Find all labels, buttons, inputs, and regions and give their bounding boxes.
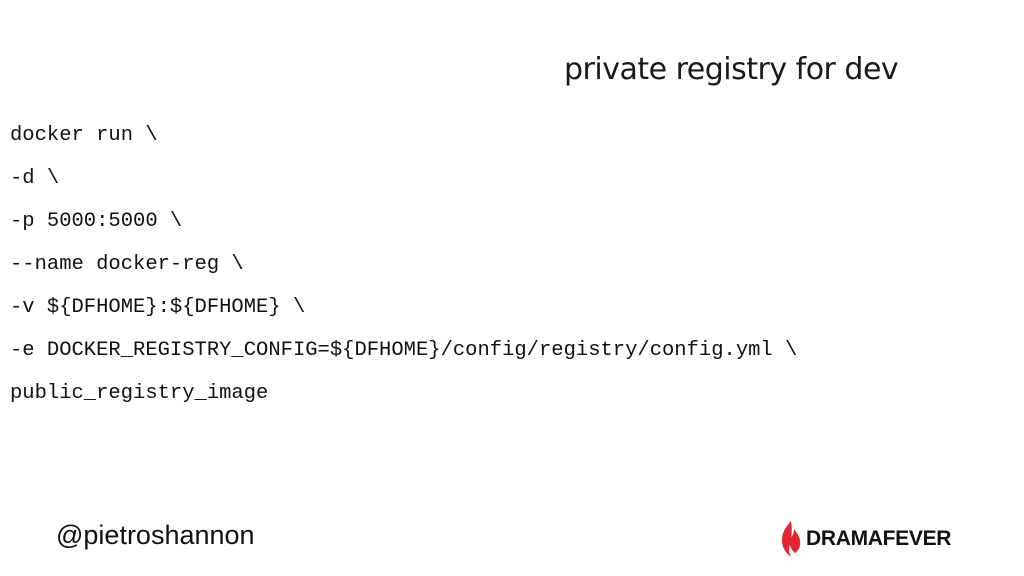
twitter-handle: @pietroshannon: [56, 520, 255, 550]
code-line: --name docker-reg \: [10, 253, 244, 276]
slide-title: private registry for dev: [564, 52, 899, 87]
code-line: public_registry_image: [10, 382, 269, 405]
code-line: -v ${DFHOME}:${DFHOME} \: [10, 296, 306, 319]
code-line: -d \: [10, 167, 60, 190]
code-line: -e DOCKER_REGISTRY_CONFIG=${DFHOME}/conf…: [10, 339, 798, 362]
dramafever-logo: DRAMAFEVER: [780, 519, 951, 559]
code-block: docker run \ -d \ -p 5000:5000 \ --name …: [10, 114, 797, 415]
flame-icon: [782, 521, 801, 557]
code-line: -p 5000:5000 \: [10, 210, 183, 233]
code-line: docker run \: [10, 124, 158, 147]
logo-text: DRAMAFEVER: [806, 527, 952, 550]
